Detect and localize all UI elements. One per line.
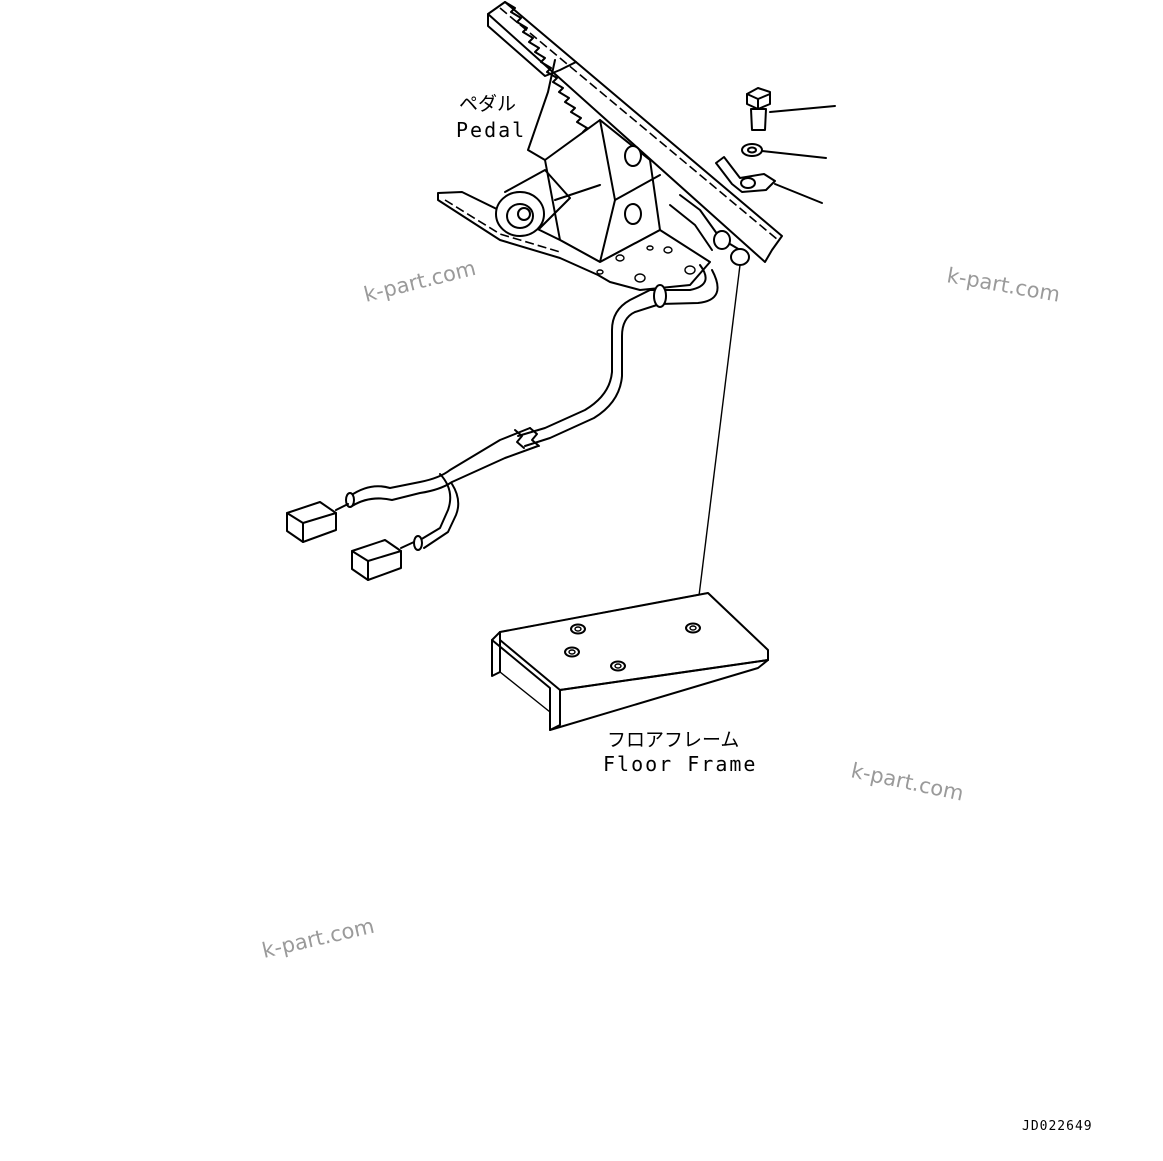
watermark: k-part.com (361, 256, 478, 307)
connector-icon (286, 501, 349, 543)
watermark: k-part.com (849, 758, 966, 805)
connector-icon (351, 539, 415, 581)
floor-frame-label-jp: フロアフレーム (607, 729, 739, 751)
leader-line (694, 264, 741, 629)
drawing-code: JD022649 (1022, 1119, 1093, 1134)
watermark: k-part.com (260, 914, 377, 963)
floor-frame-label-en: Floor Frame (603, 752, 757, 776)
watermark: k-part.com (945, 263, 1062, 306)
floor-frame-icon (491, 592, 769, 731)
wire-harness-icon (345, 264, 719, 551)
pedal-label-jp: ペダル (459, 93, 516, 115)
bolt-icon (746, 87, 836, 131)
bracket-clip-icon (715, 156, 823, 204)
washer-icon (741, 143, 827, 159)
pedal-icon (437, 1, 783, 291)
pedal-label-en: Pedal (456, 118, 526, 142)
